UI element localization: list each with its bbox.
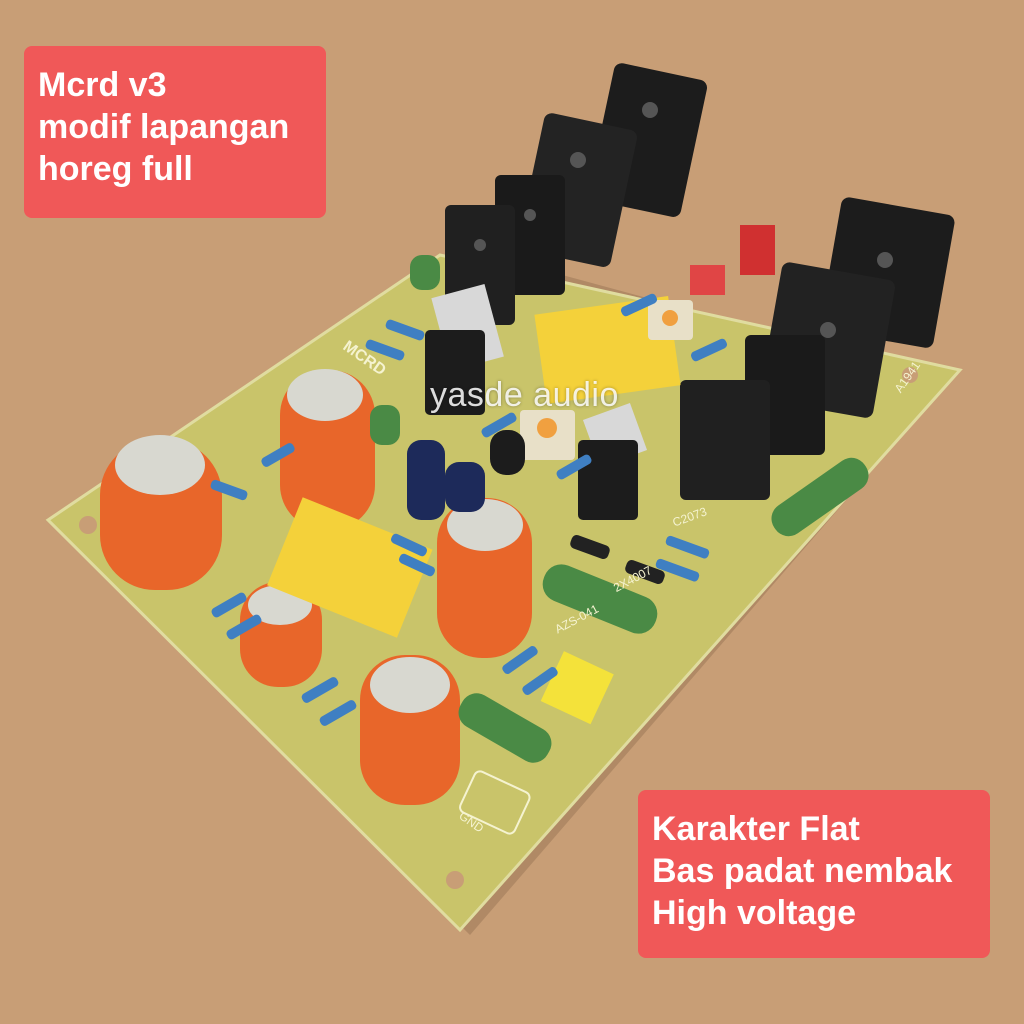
feature-line-2: Bas padat nembak: [652, 852, 953, 890]
power-resistor: [370, 405, 400, 445]
power-resistor: [771, 457, 869, 537]
film-capacitor: [540, 651, 614, 725]
watermark: yasde audio: [430, 376, 619, 414]
resistor-row: [210, 293, 728, 726]
title-line-3: horeg full: [38, 150, 193, 188]
feature-label-box: Karakter Flat Bas padat nembak High volt…: [638, 790, 990, 958]
gnd-pad: [459, 770, 531, 835]
title-line-2: modif lapangan: [38, 108, 290, 146]
capacitor-large-2: [280, 369, 375, 530]
mounting-hole: [79, 516, 97, 534]
capacitor-large-1: [100, 435, 222, 590]
power-resistor: [458, 693, 552, 763]
red-capacitor: [740, 225, 775, 275]
title-label-box: Mcrd v3 modif lapangan horeg full: [24, 46, 326, 218]
mounting-hole: [902, 367, 918, 383]
film-capacitor: [267, 497, 433, 638]
feature-line-1: Karakter Flat: [652, 810, 860, 848]
power-resistor: [410, 255, 440, 290]
film-capacitor: [534, 295, 681, 404]
diode: [570, 534, 610, 560]
diode: [625, 559, 665, 585]
capacitor-large-3: [437, 498, 532, 658]
title-line-1: Mcrd v3: [38, 66, 167, 104]
capacitor-large-4: [360, 655, 460, 805]
power-resistor: [542, 564, 658, 634]
capacitor-small-blue: [407, 440, 485, 520]
mounting-hole: [446, 871, 464, 889]
power-transistors-right: [680, 197, 955, 500]
power-transistors-left: [445, 63, 708, 325]
feature-line-3: High voltage: [652, 894, 857, 932]
